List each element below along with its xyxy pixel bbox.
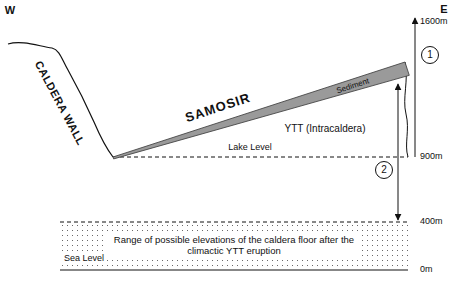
- elevation-label: 0m: [420, 265, 433, 275]
- elevation-label: 1600m: [420, 17, 448, 27]
- feature-label: Lake Level: [228, 143, 272, 153]
- compass-label: W: [5, 4, 15, 16]
- sea-level-line: [60, 270, 408, 271]
- caldera-wall-line: [8, 43, 113, 157]
- elevation-label: 400m: [420, 217, 443, 227]
- callout-circle: 2: [375, 161, 393, 179]
- elevation-range-region: Range of possible elevations of the cald…: [60, 223, 408, 269]
- feature-label: YTT (Intracaldera): [285, 123, 366, 134]
- region-text: Range of possible elevations of the cald…: [106, 234, 362, 258]
- elevation-label: 900m: [420, 152, 443, 162]
- sediment-fill: [113, 62, 409, 170]
- callout-circle: 1: [421, 46, 439, 64]
- sediment-band: Sediment: [113, 62, 409, 170]
- lake-level-line: [113, 157, 408, 158]
- callout-number: 1: [427, 49, 433, 61]
- compass-label: E: [440, 3, 447, 15]
- callout-number: 2: [381, 164, 387, 176]
- feature-label: Sea Level: [62, 254, 106, 264]
- range-arrow: [398, 84, 399, 220]
- feature-label: CALDERA WALL: [33, 59, 88, 147]
- range-arrow: [415, 18, 416, 157]
